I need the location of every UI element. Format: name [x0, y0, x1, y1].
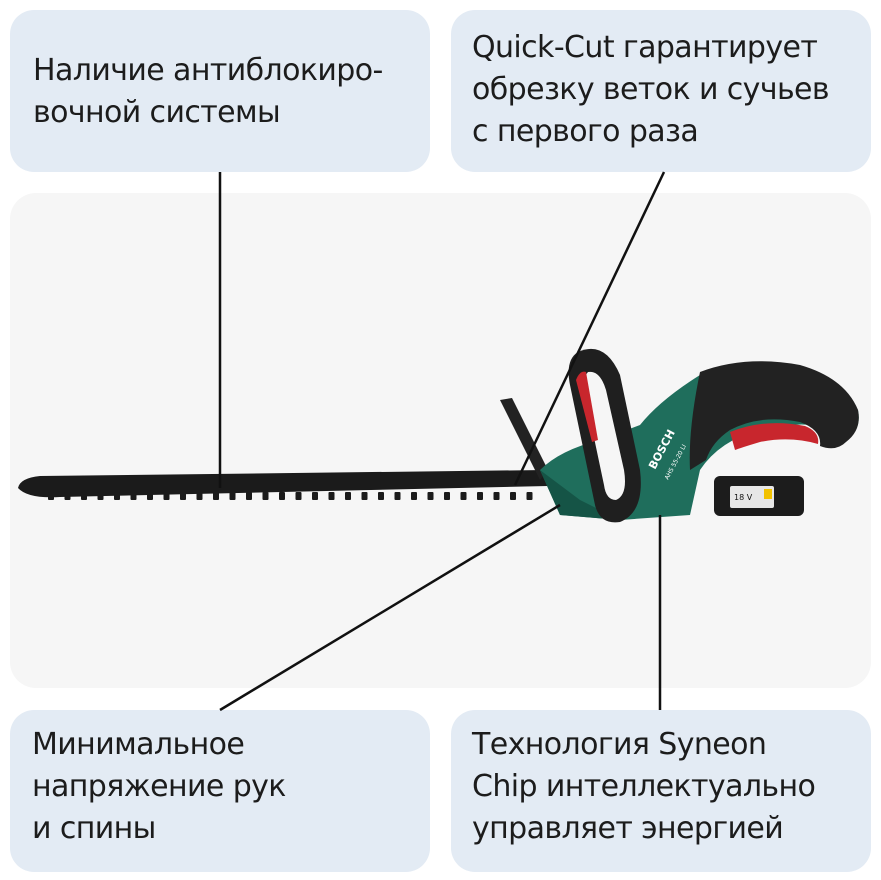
blade-tooth: [345, 492, 351, 500]
blade-tooth: [213, 492, 219, 500]
battery-voltage-label: 18 V: [734, 493, 753, 502]
blade-tooth: [163, 492, 170, 500]
blade-tooth: [81, 492, 87, 500]
callout-quick-cut-line-1: Quick-Cut гарантирует: [472, 30, 818, 65]
blade-tooth: [312, 492, 318, 500]
callout-anti-lock-line-2: вочной системы: [33, 95, 281, 130]
blade-guard: [500, 398, 548, 480]
callout-ergonomics-line-2: напряжение рук: [32, 769, 286, 804]
blade-tooth: [394, 492, 401, 500]
blade: [18, 470, 548, 500]
blade-tooth: [328, 492, 335, 500]
callout-anti-lock-line-1: Наличие антиблокиро-: [33, 53, 383, 88]
callout-syneon-line-1: Технология Syneon: [472, 727, 767, 762]
blade-tooth: [493, 492, 500, 500]
leader-lines: [218, 171, 666, 712]
blade-tooth: [460, 492, 467, 500]
callout-quick-cut-line-3: с первого раза: [472, 114, 699, 149]
blade-tooth: [97, 492, 104, 500]
blade-tooth: [378, 492, 384, 500]
blade-tooth: [130, 492, 137, 500]
blade-tooth: [295, 492, 302, 500]
blade-tooth: [262, 492, 269, 500]
callout-syneon: Технология Syneon Chip интеллектуально у…: [451, 710, 871, 872]
callout-ergonomics-line-1: Минимальное: [32, 727, 245, 762]
blade-tooth: [48, 492, 54, 500]
callout-syneon-line-3: управляет энергией: [472, 811, 784, 846]
callout-quick-cut: Quick-Cut гарантирует обрезку веток и су…: [451, 10, 871, 172]
blade-tooth: [180, 492, 186, 500]
leader-line-quick-cut: [513, 171, 666, 486]
blade-tooth: [510, 492, 516, 500]
callout-quick-cut-line-2: обрезку веток и сучьев: [472, 72, 830, 107]
callout-anti-lock: Наличие антиблокиро- вочной системы: [10, 10, 430, 172]
blade-tooth: [246, 492, 252, 500]
blade-tooth: [64, 492, 71, 500]
callout-syneon-line-2: Chip интеллектуально: [472, 769, 816, 804]
callout-ergonomics-line-3: и спины: [32, 811, 156, 846]
blade-tooth: [526, 492, 533, 500]
blade-tooth: [279, 492, 285, 500]
leader-line-ergonomics: [219, 503, 561, 712]
blade-tooth: [147, 492, 153, 500]
blade-tooth: [229, 492, 236, 500]
blade-tooth: [411, 492, 417, 500]
blade-tooth: [444, 492, 450, 500]
battery-pack: 18 V: [714, 476, 804, 516]
callout-ergonomics: Минимальное напряжение рук и спины: [10, 710, 430, 872]
front-handle: [568, 348, 641, 523]
blade-tooth: [361, 492, 368, 500]
blade-tooth: [114, 492, 120, 500]
blade-tooth: [427, 492, 434, 500]
blade-tooth: [477, 492, 483, 500]
blade-tooth: [196, 492, 203, 500]
